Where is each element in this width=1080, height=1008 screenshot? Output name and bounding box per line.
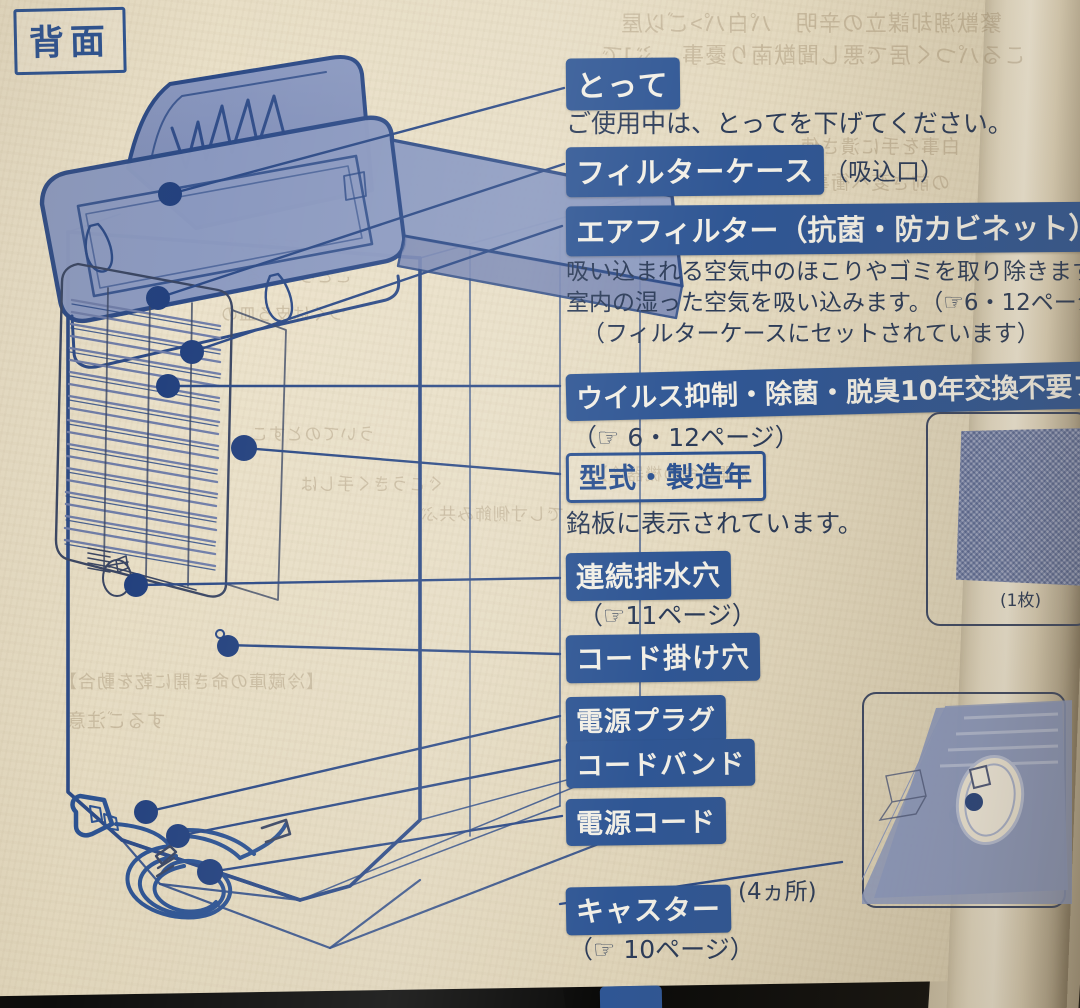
page-title-text: 背面 [28, 22, 112, 64]
callout-note-handle: ご使用中は、とってを下げてください。 [566, 109, 1013, 138]
callout-pageref-caster: （☞ 10ページ） [568, 935, 755, 964]
callout-label-air-filter[interactable]: エアフィルター（抗菌・防カビネット） [565, 201, 1080, 257]
caster-detail-art [862, 700, 1072, 904]
callout-note-air-filter-3: （フィルターケースにセットされています） [582, 321, 1040, 347]
callout-label-power-plug[interactable]: 電源プラグ [565, 694, 727, 745]
callout-label-cord-band[interactable]: コードバンド [565, 738, 756, 789]
callout-note-air-filter-1: 吸い込まれる空気中のほこりやゴミを取り除きます。 [566, 259, 1080, 285]
callout-label-power-cord[interactable]: 電源コード [565, 796, 727, 847]
callout-label-caster[interactable]: キャスター [565, 884, 732, 936]
power-cord-assembly [70, 793, 292, 920]
callout-pageref-drain-hole: （☞11ページ） [578, 601, 757, 630]
callout-suffix-filter-case: （吸込口） [824, 158, 944, 186]
callout-label-handle[interactable]: とって [565, 57, 680, 111]
callout-note-air-filter-2: 室内の湿った空気を吸い込みます。（☞6・12ページ） [566, 290, 1080, 316]
callout-label-filter-case[interactable]: フィルターケース [565, 144, 825, 198]
callout-pageref-virus-filter: （☞ 6・12ページ） [572, 423, 800, 452]
filter-sheet-mesh [956, 428, 1080, 586]
callout-note-model-year: 銘板に表示されています。 [566, 509, 863, 538]
filter-case-grille [54, 262, 287, 601]
cord-band-shape [154, 844, 178, 878]
grille-slat-shadows [64, 303, 221, 571]
inset-caption-filter-sheet: (1枚) [1000, 591, 1042, 611]
grille-slats [63, 298, 222, 568]
callout-suffix-caster: (4ヵ所) [738, 879, 817, 905]
callout-label-drain-hole[interactable]: 連続排水穴 [565, 550, 732, 602]
callout-leaders [134, 86, 844, 906]
page-title: 背面 [13, 6, 127, 76]
callout-dots [124, 182, 971, 885]
bottom-cutoff-label [599, 985, 663, 1008]
callout-label-model-year[interactable]: 型式・製造年 [565, 450, 767, 504]
callout-label-cord-hook-hole[interactable]: コード掛け穴 [565, 632, 761, 684]
